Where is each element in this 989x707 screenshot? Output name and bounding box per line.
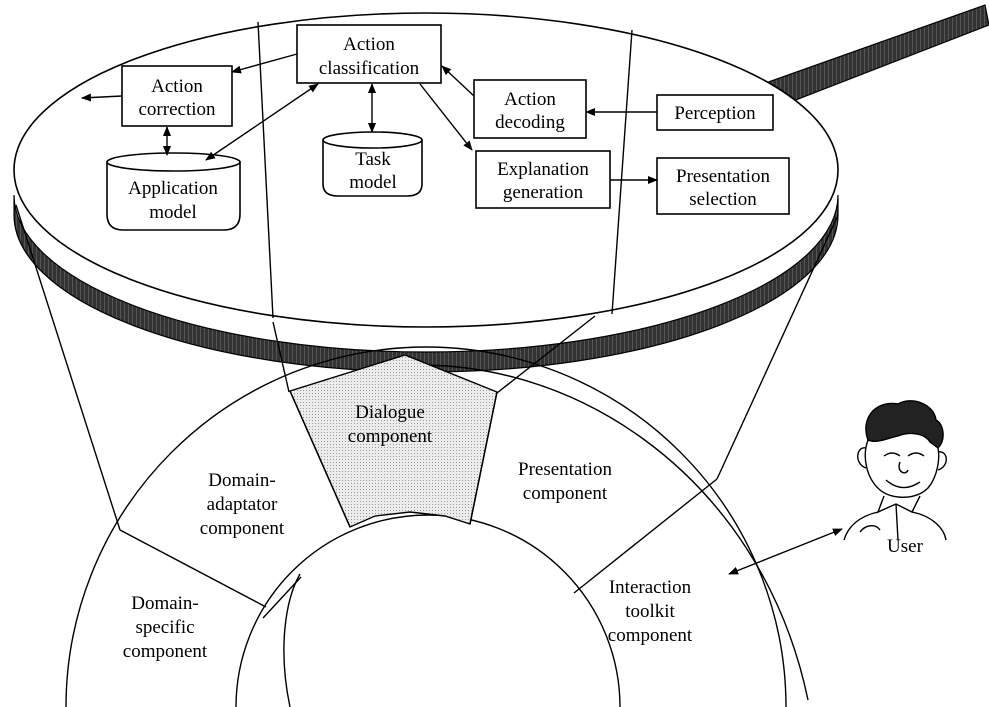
svg-text:Interaction: Interaction bbox=[609, 577, 692, 598]
dialogue-segment bbox=[289, 354, 498, 528]
svg-text:correction: correction bbox=[138, 99, 216, 120]
ring-divider-3 bbox=[469, 391, 498, 525]
lens-divider-right bbox=[611, 29, 633, 315]
label-presentation-component: Presentation component bbox=[518, 459, 612, 504]
ring-inner-arc-back bbox=[283, 573, 301, 707]
svg-text:Presentation: Presentation bbox=[676, 166, 770, 187]
svg-text:component: component bbox=[200, 518, 285, 539]
arrow-decoding-to-classification bbox=[441, 65, 475, 97]
arrow-classification-to-explanation bbox=[419, 83, 473, 151]
svg-text:component: component bbox=[608, 625, 693, 646]
funnel-line-3 bbox=[496, 315, 596, 394]
funnel-line-2 bbox=[272, 321, 290, 393]
svg-text:generation: generation bbox=[503, 182, 584, 203]
label-domain-specific-component: Domain- specific component bbox=[123, 593, 208, 662]
svg-text:Task: Task bbox=[355, 149, 391, 170]
svg-text:classification: classification bbox=[319, 58, 420, 79]
funnel-line-4 bbox=[716, 214, 839, 480]
store-task-model: Task model bbox=[322, 131, 423, 197]
user-icon bbox=[843, 400, 947, 541]
label-interaction-toolkit-component: Interaction toolkit component bbox=[608, 577, 693, 646]
svg-text:model: model bbox=[349, 172, 397, 193]
arrow-classification-application bbox=[205, 83, 319, 161]
box-action-classification: Action classification bbox=[296, 24, 442, 84]
svg-text:model: model bbox=[149, 202, 197, 223]
svg-text:toolkit: toolkit bbox=[625, 601, 675, 622]
user-label: User bbox=[887, 536, 924, 557]
ring-outer-arc-back bbox=[379, 364, 809, 701]
svg-text:Explanation: Explanation bbox=[497, 159, 589, 180]
svg-text:Perception: Perception bbox=[674, 103, 756, 124]
arrow-toolkit-user bbox=[728, 528, 843, 575]
box-presentation-selection: Presentation selection bbox=[656, 157, 790, 215]
svg-text:Action: Action bbox=[504, 89, 556, 110]
svg-text:Action: Action bbox=[151, 76, 203, 97]
box-action-decoding: Action decoding bbox=[473, 79, 587, 139]
magnifier-handle bbox=[759, 4, 989, 109]
box-action-correction: Action correction bbox=[121, 65, 233, 127]
box-perception: Perception bbox=[656, 94, 774, 131]
svg-text:Action: Action bbox=[343, 34, 395, 55]
lens-divider-left bbox=[257, 21, 274, 319]
ring-divider-1 bbox=[119, 529, 267, 608]
svg-text:Domain-: Domain- bbox=[131, 593, 199, 614]
ring-divider-5 bbox=[262, 576, 302, 619]
svg-text:decoding: decoding bbox=[495, 112, 565, 133]
svg-text:Application: Application bbox=[128, 178, 218, 199]
ring-divider-2 bbox=[289, 390, 351, 528]
svg-text:component: component bbox=[523, 483, 608, 504]
store-application-model: Application model bbox=[106, 152, 241, 231]
svg-text:selection: selection bbox=[689, 189, 757, 210]
label-dialogue-component: Dialogue component bbox=[348, 402, 433, 447]
svg-text:Domain-: Domain- bbox=[208, 470, 276, 491]
svg-text:adaptator: adaptator bbox=[207, 494, 278, 515]
svg-text:specific: specific bbox=[135, 617, 194, 638]
arrow-correction-out bbox=[81, 93, 123, 102]
arrow-classification-to-correction bbox=[231, 53, 298, 74]
ring-divider-4 bbox=[573, 478, 718, 594]
svg-text:component: component bbox=[348, 426, 433, 447]
funnel-line-1 bbox=[15, 204, 121, 531]
label-domain-adaptator-component: Domain- adaptator component bbox=[200, 470, 285, 539]
svg-text:Dialogue: Dialogue bbox=[355, 402, 425, 423]
svg-text:Presentation: Presentation bbox=[518, 459, 612, 480]
ring-inner-arc bbox=[235, 514, 621, 707]
box-explanation-generation: Explanation generation bbox=[475, 150, 611, 209]
svg-text:component: component bbox=[123, 641, 208, 662]
